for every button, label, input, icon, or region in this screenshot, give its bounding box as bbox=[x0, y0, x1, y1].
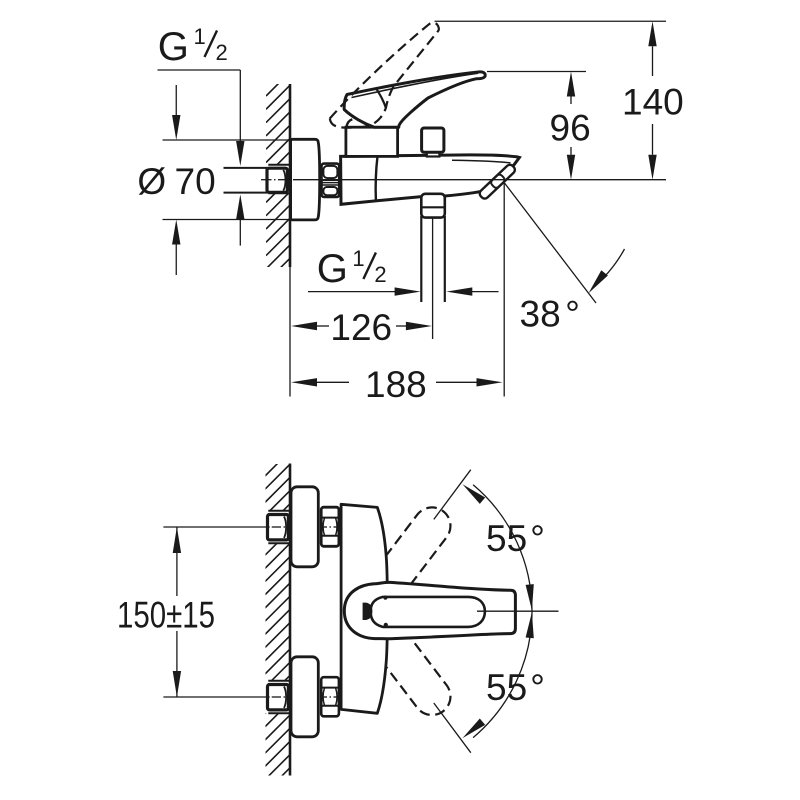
svg-text:Ø: Ø bbox=[137, 161, 166, 202]
svg-text:150±15: 150±15 bbox=[117, 595, 215, 636]
svg-text:1: 1 bbox=[194, 24, 206, 49]
svg-text:2: 2 bbox=[374, 262, 386, 287]
svg-text:55°: 55° bbox=[486, 518, 545, 559]
svg-text:55°: 55° bbox=[486, 667, 545, 708]
svg-text:70: 70 bbox=[175, 161, 216, 202]
svg-text:96: 96 bbox=[550, 108, 591, 149]
svg-text:38°: 38° bbox=[520, 294, 580, 335]
svg-text:2: 2 bbox=[216, 40, 228, 65]
svg-text:126: 126 bbox=[330, 307, 392, 348]
svg-text:140: 140 bbox=[622, 81, 684, 122]
svg-text:188: 188 bbox=[365, 364, 427, 405]
svg-text:G: G bbox=[158, 25, 189, 69]
svg-text:1: 1 bbox=[352, 246, 364, 271]
svg-text:G: G bbox=[317, 247, 348, 291]
